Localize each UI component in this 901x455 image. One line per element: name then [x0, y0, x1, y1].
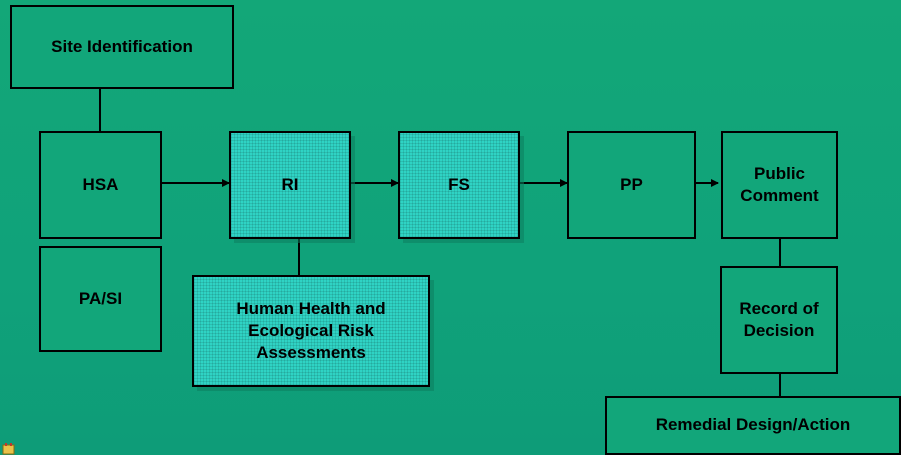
ri-box: RI [229, 131, 351, 239]
pp-label: PP [620, 174, 643, 194]
record-of-decision-label: Record of Decision [739, 298, 819, 340]
pa-si-box: PA/SI [39, 246, 162, 352]
hsa-label: HSA [82, 174, 119, 194]
human-health-assessments-label: Human Health and Ecological Risk Assessm… [236, 298, 386, 363]
public-comment-box: Public Comment [721, 131, 838, 239]
hsa-box: HSA [39, 131, 162, 239]
fs-label: FS [448, 174, 470, 194]
site-identification-label: Site Identification [51, 36, 193, 56]
record-of-decision-box: Record of Decision [720, 266, 838, 374]
logo-icon [2, 443, 15, 455]
human-health-assessments-box: Human Health and Ecological Risk Assessm… [192, 275, 430, 387]
ri-label: RI [281, 174, 299, 194]
pa-si-label: PA/SI [78, 288, 123, 308]
site-identification-box: Site Identification [10, 5, 234, 89]
remedial-design-action-box: Remedial Design/Action [605, 396, 901, 455]
public-comment-label: Public Comment [740, 163, 819, 205]
remedial-design-action-label: Remedial Design/Action [655, 415, 851, 435]
pp-box: PP [567, 131, 696, 239]
fs-box: FS [398, 131, 520, 239]
